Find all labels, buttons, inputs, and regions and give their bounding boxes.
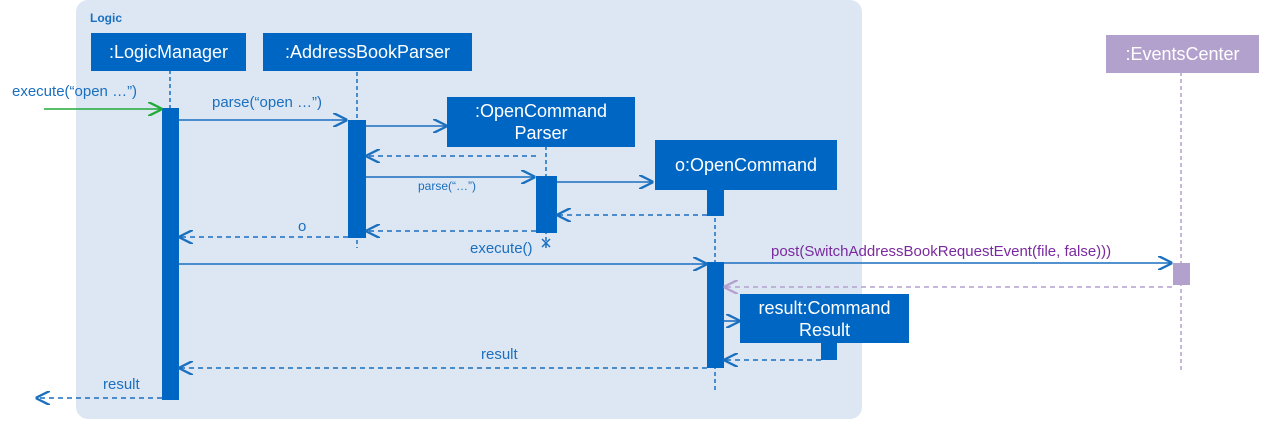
activation-address-book-parser — [348, 120, 366, 238]
participant-label: :AddressBookParser — [284, 42, 451, 62]
label-return-o: o — [298, 218, 307, 235]
frame-title: Logic — [90, 11, 122, 25]
activation-command-result — [821, 341, 837, 360]
label-result-final: result — [103, 376, 140, 393]
participant-events-center: :EventsCenter — [1106, 35, 1259, 73]
activation-open-command — [707, 262, 724, 368]
participant-label: :EventsCenter — [1125, 44, 1240, 64]
label-result-return: result — [481, 346, 518, 363]
participant-address-book-parser: :AddressBookParser — [263, 33, 472, 71]
participant-open-command-parser: :OpenCommand Parser — [447, 97, 635, 147]
participant-label: :LogicManager — [108, 42, 229, 62]
participant-label-line-1: result:Command — [758, 297, 891, 318]
label-execute-open: execute(“open …”) — [12, 83, 138, 100]
label-parse-open: parse(“open …”) — [212, 94, 323, 111]
activation-open-command-parser — [536, 176, 557, 233]
participant-label-line-2: Result — [798, 319, 851, 340]
label-post-event: post(SwitchAddressBookRequestEvent(file,… — [771, 243, 1112, 260]
participant-command-result: result:Command Result — [740, 294, 909, 343]
participant-logic-manager: :LogicManager — [91, 33, 246, 71]
activation-open-command-tail — [707, 189, 724, 216]
participant-open-command: o:OpenCommand — [655, 140, 837, 190]
label-execute: execute() — [470, 240, 533, 257]
participant-label: o:OpenCommand — [674, 155, 818, 175]
participant-label-line-2: Parser — [514, 123, 568, 143]
activation-events-center — [1173, 263, 1190, 285]
activation-logic-manager — [162, 108, 179, 400]
participant-label-line-1: :OpenCommand — [474, 101, 608, 121]
destroy-mark — [541, 238, 551, 248]
label-parse-args: parse(“…”) — [418, 179, 477, 193]
